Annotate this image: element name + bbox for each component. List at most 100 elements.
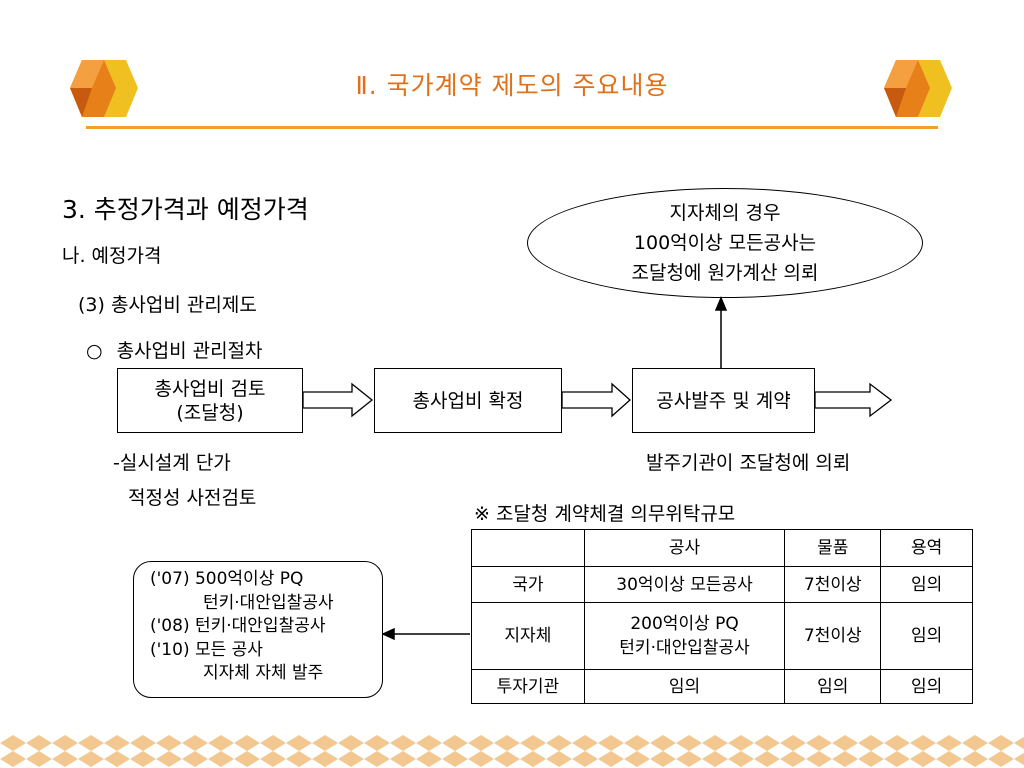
footer-diamond xyxy=(442,751,468,767)
footer-diamond xyxy=(182,735,208,751)
footer-diamond xyxy=(234,751,260,767)
footer-diamond xyxy=(624,751,650,767)
table-cell: 임의 xyxy=(880,602,973,670)
local-government-note-ellipse: 지자체의 경우 100억이상 모든공사는 조달청에 원가계산 의뢰 xyxy=(527,188,923,298)
item-heading: (3) 총사업비 관리제도 xyxy=(78,294,257,316)
footer-diamond xyxy=(312,751,338,767)
block-arrow-2 xyxy=(561,382,631,418)
footer-diamond xyxy=(676,751,702,767)
footer-diamond xyxy=(650,751,676,767)
block-arrow-3 xyxy=(814,382,893,418)
bullet-marker: ○ xyxy=(86,340,103,362)
logo-right-icon xyxy=(884,60,952,117)
ellipse-line: 조달청에 원가계산 의뢰 xyxy=(631,262,819,284)
footer-diamond xyxy=(754,751,780,767)
footer-diamond xyxy=(832,735,858,751)
box-line: (조달청) xyxy=(176,401,244,424)
footer-diamond xyxy=(156,735,182,751)
budget-confirm-box: 총사업비 확정 xyxy=(374,368,562,433)
ellipse-line: 지자체의 경우 xyxy=(669,202,781,224)
footer-diamond xyxy=(988,751,1014,767)
footer-diamond xyxy=(598,751,624,767)
order-contract-box: 공사발주 및 계약 xyxy=(632,368,815,433)
note-design-price: -실시설계 단가 xyxy=(113,452,231,474)
footer-diamond xyxy=(442,735,468,751)
history-box: ('07) 500억이상 PQ 턴키·대안입찰공사 ('08) 턴키·대안입찰공… xyxy=(133,561,383,698)
footer-diamond xyxy=(338,735,364,751)
table-cell: 7천이상 xyxy=(784,566,882,603)
footer-diamond xyxy=(858,751,884,767)
footer-diamond xyxy=(286,735,312,751)
footer-diamond xyxy=(312,735,338,751)
footer-diamond xyxy=(52,751,78,767)
table-header-cell: 공사 xyxy=(583,529,786,567)
footer-diamond xyxy=(702,735,728,751)
footer-diamond xyxy=(104,735,130,751)
box-line: 총사업비 검토 xyxy=(154,377,266,400)
footer-diamond xyxy=(806,735,832,751)
table-cell: 지자체 xyxy=(471,602,585,670)
footer-diamond xyxy=(468,735,494,751)
footer-diamond xyxy=(910,735,936,751)
footer-diamond xyxy=(416,751,442,767)
footer-diamond xyxy=(780,735,806,751)
footer-diamond xyxy=(728,735,754,751)
footer-diamond xyxy=(572,735,598,751)
footer-diamond xyxy=(936,751,962,767)
footer-diamond xyxy=(962,735,988,751)
history-line: 지자체 자체 발주 xyxy=(203,663,324,683)
title-divider xyxy=(86,126,938,129)
footer-diamond xyxy=(572,751,598,767)
table-header-cell: 용역 xyxy=(880,529,973,567)
footer-diamond xyxy=(260,735,286,751)
footer-diamond xyxy=(156,751,182,767)
footer-diamond xyxy=(364,751,390,767)
budget-review-box: 총사업비 검토 (조달청) xyxy=(117,368,303,433)
footer-diamond xyxy=(52,735,78,751)
table-row: 투자기관 임의 임의 임의 xyxy=(471,669,973,704)
bullet-text: 총사업비 관리절차 xyxy=(116,340,263,362)
footer-diamond xyxy=(338,751,364,767)
footer-diamond xyxy=(884,735,910,751)
footer-diamond xyxy=(104,751,130,767)
table-cell: 30억이상 모든공사 xyxy=(583,566,786,603)
footer-diamond xyxy=(130,751,156,767)
cell-line: 턴키·대안입찰공사 xyxy=(619,638,750,658)
footer-diamond xyxy=(728,751,754,767)
block-arrow-1 xyxy=(302,382,374,418)
footer-diamond xyxy=(130,735,156,751)
table-cell: 임의 xyxy=(880,566,973,603)
cell-line: 200억이상 PQ xyxy=(630,614,739,634)
footer-diamond xyxy=(988,735,1014,751)
ellipse-line: 100억이상 모든공사는 xyxy=(633,232,817,254)
footer-diamond xyxy=(702,751,728,767)
footer-diamond xyxy=(676,735,702,751)
footer-diamond xyxy=(546,751,572,767)
table-cell: 200억이상 PQ 턴키·대안입찰공사 xyxy=(583,602,786,670)
footer-diamond xyxy=(546,735,572,751)
footer-diamond xyxy=(624,735,650,751)
footer-diamond xyxy=(182,751,208,767)
footer-diamond xyxy=(598,735,624,751)
table-cell: 국가 xyxy=(471,566,585,603)
footer-diamond xyxy=(390,735,416,751)
table-cell: 7천이상 xyxy=(784,602,882,670)
footer-diamond xyxy=(494,735,520,751)
section-heading: 3. 추정가격과 예정가격 xyxy=(62,195,309,224)
footer-diamond xyxy=(234,735,260,751)
table-header-row: 공사 물품 용역 xyxy=(471,529,973,567)
table-caption: ※ 조달청 계약체결 의무위탁규모 xyxy=(474,503,736,525)
logo-left-icon xyxy=(70,60,138,117)
footer-diamond xyxy=(780,751,806,767)
footer-diamond xyxy=(520,751,546,767)
footer-diamond xyxy=(520,735,546,751)
table-cell: 임의 xyxy=(583,669,786,704)
table-cell: 임의 xyxy=(784,669,882,704)
footer-diamond xyxy=(494,751,520,767)
footer-diamond xyxy=(936,735,962,751)
footer-diamond xyxy=(26,735,52,751)
table-row: 지자체 200억이상 PQ 턴키·대안입찰공사 7천이상 임의 xyxy=(471,602,973,670)
box-label: 총사업비 확정 xyxy=(412,389,524,412)
note-agency-request: 발주기관이 조달청에 의뢰 xyxy=(646,452,851,474)
